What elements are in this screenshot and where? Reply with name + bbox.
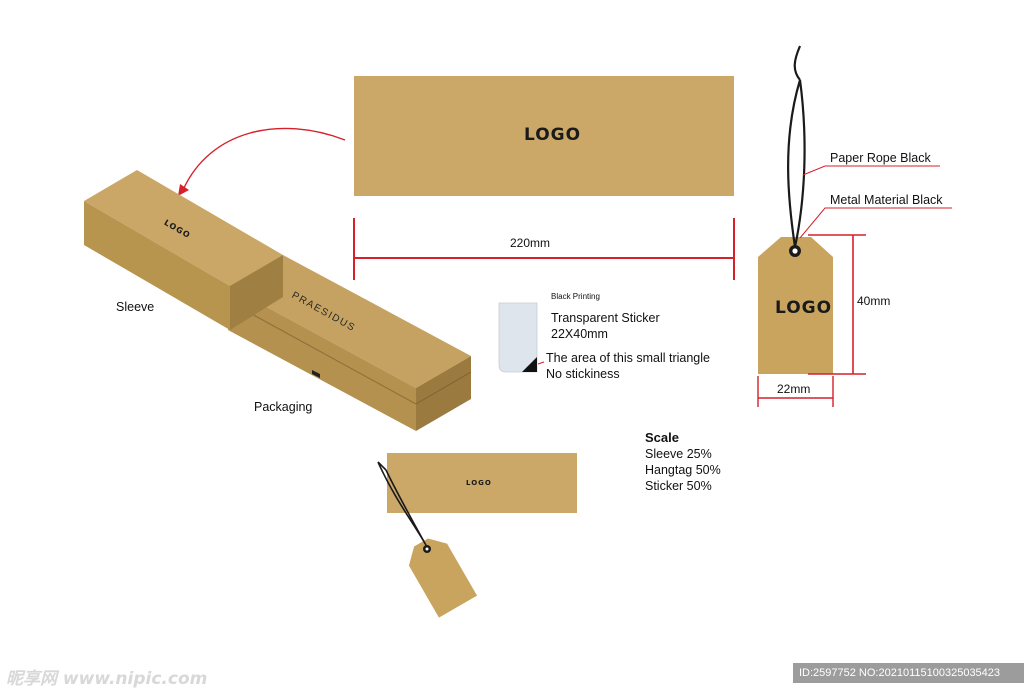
box-notch	[312, 370, 320, 378]
scale-sticker: Sticker 50%	[645, 479, 712, 493]
dim-22-label: 22mm	[777, 382, 811, 396]
sleeve-label: Sleeve	[116, 300, 155, 314]
sticker-corner-triangle	[522, 357, 537, 372]
dim-220-label: 220mm	[510, 236, 551, 250]
rope-callout	[802, 165, 940, 176]
sticker-title: Transparent Sticker	[551, 311, 660, 325]
box-lid-line-front	[227, 300, 417, 405]
preview-rope	[377, 461, 428, 548]
hangtag-rope	[787, 45, 806, 248]
box-bottom-side	[416, 356, 471, 431]
sticker-size: 22X40mm	[551, 327, 608, 341]
preview-logo: LOGO	[466, 479, 492, 487]
metal-callout	[799, 207, 952, 239]
box-lid-line-side	[415, 371, 472, 405]
box-sleeve-end	[230, 255, 283, 330]
sleeve-flat: LOGO	[354, 76, 734, 196]
box-sleeve-top	[84, 170, 283, 286]
box-bottom-front	[228, 286, 416, 431]
scale-sleeve: Sleeve 25%	[645, 447, 712, 461]
packaging-label: Packaging	[254, 400, 313, 414]
preview-hangtag	[408, 538, 478, 618]
sleeve-flat-logo: LOGO	[524, 125, 582, 145]
metal-label: Metal Material Black	[830, 193, 943, 207]
preview-eyelet-hole	[425, 547, 429, 551]
sleeve-arrow	[182, 127, 346, 191]
hangtag-eyelet-hole	[792, 248, 798, 254]
sticker	[498, 302, 538, 373]
preview-sleeve	[387, 453, 577, 513]
sticker-arrow	[537, 361, 545, 365]
box-sleeve-front	[84, 201, 230, 330]
watermark-id-bar: ID:2597752 NO:20210115100325035423	[793, 663, 1024, 683]
sticker-printing-label: Black Printing	[551, 292, 600, 301]
dim-40-label: 40mm	[857, 294, 891, 308]
hangtag-right	[758, 237, 833, 374]
sticker-triangle-note: The area of this small triangle	[546, 351, 710, 365]
watermark-id: ID:2597752 NO:20210115100325035423	[799, 667, 1001, 679]
sleeve-arrow-head	[178, 184, 189, 196]
hangtag-logo: LOGO	[775, 298, 833, 318]
box-bottom-top	[228, 255, 471, 388]
scale-hangtag: Hangtag 50%	[645, 463, 721, 477]
scale-heading: Scale	[645, 430, 679, 445]
rope-label: Paper Rope Black	[830, 151, 931, 165]
sticker-no-stick: No stickiness	[546, 367, 620, 381]
watermark-left: 昵享网 www.nipic.com	[6, 669, 208, 689]
